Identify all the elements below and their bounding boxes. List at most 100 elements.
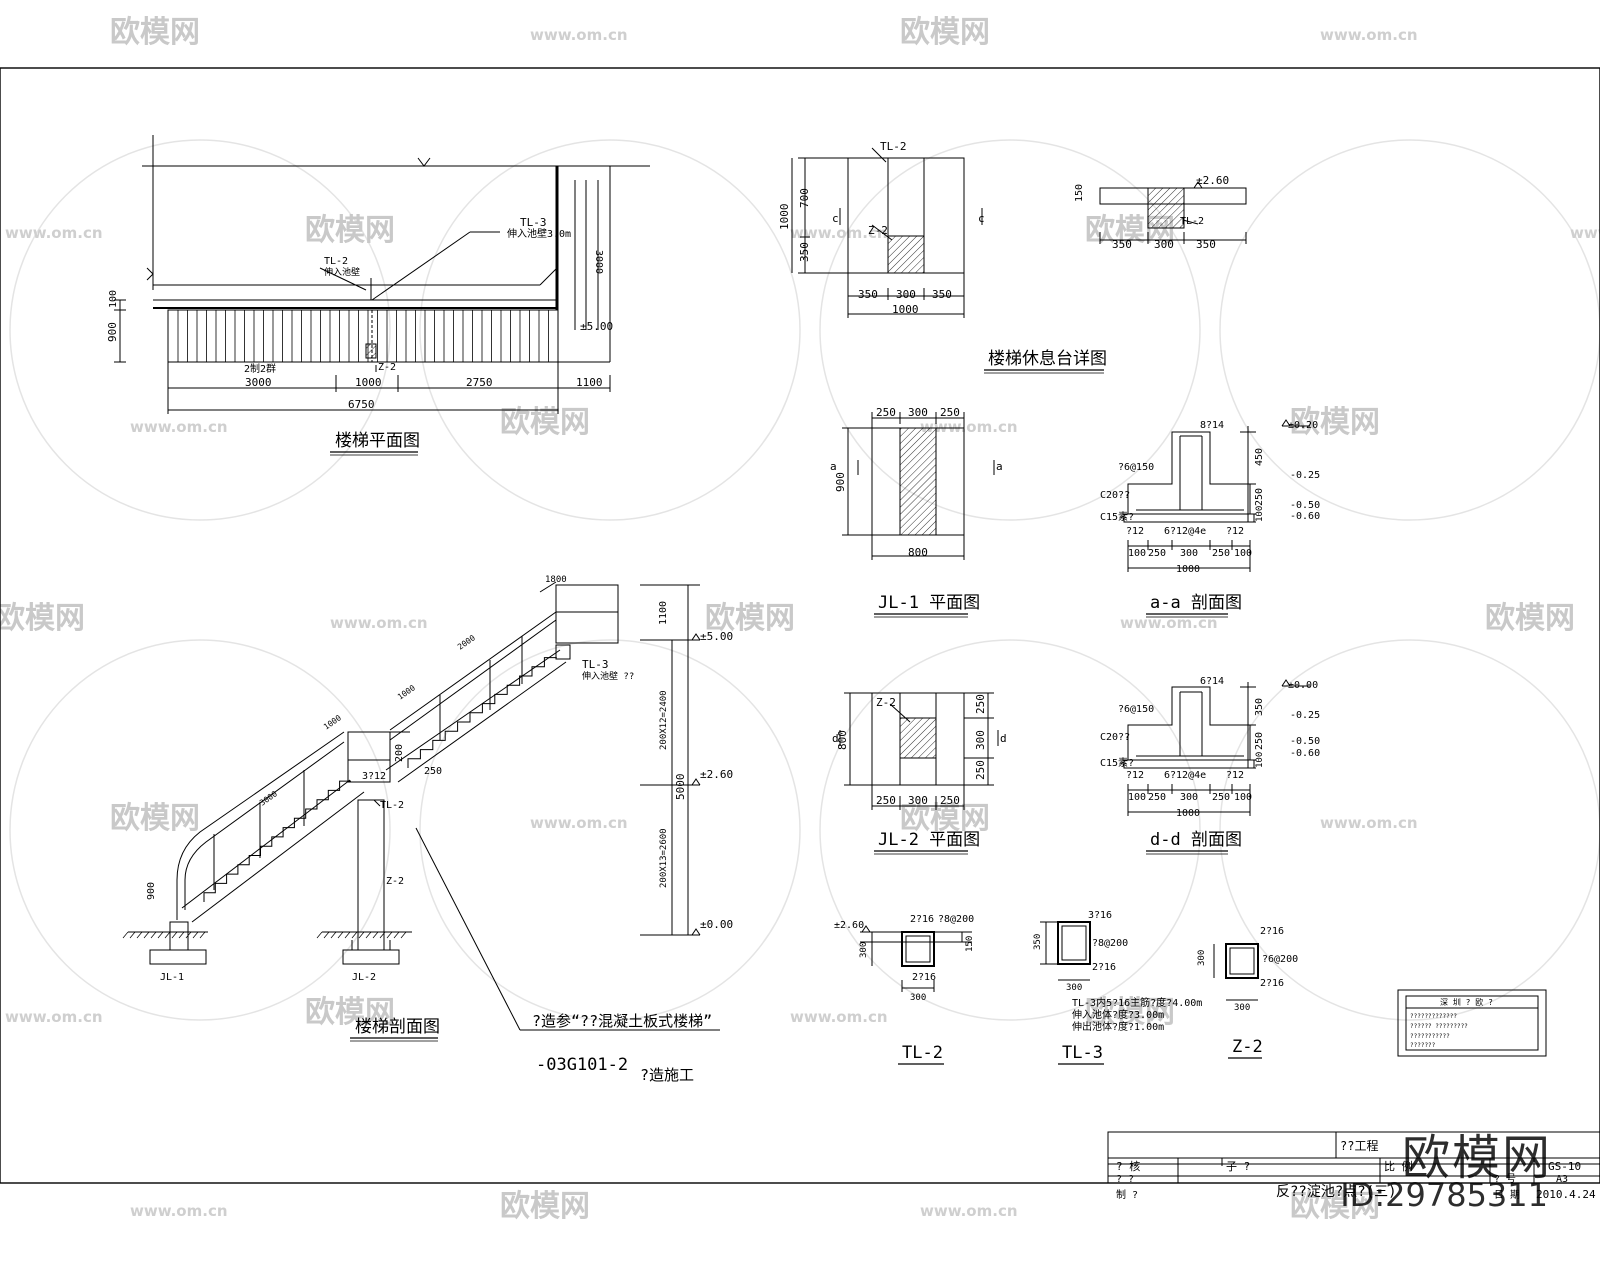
ground-hatch: [351, 931, 358, 939]
landing-sec-h: 150: [1074, 184, 1085, 202]
sec-elev-260: ±2.60: [700, 768, 733, 781]
watermark-brand: 欧模网: [305, 213, 395, 248]
sec-note-2: -03G101-2: [536, 1055, 628, 1075]
dd-concrete: C20??: [1100, 732, 1130, 743]
watermark-brand: 欧模网: [110, 801, 200, 836]
jl1-dim-250a: 250: [876, 406, 896, 419]
stamp-line-2: ?????? ?????????: [1410, 1023, 1468, 1030]
landing-bdim-300: 300: [896, 288, 916, 301]
tl2-stirrup: ?8@200: [938, 914, 974, 925]
sec-note-1: ?造参“??混凝土板式楼梯”: [532, 1012, 712, 1030]
landing-cut-right: c: [978, 212, 985, 225]
sec-tl2-label: TL-2: [380, 800, 404, 811]
ground-hatch: [365, 931, 372, 939]
watermark-brand: 欧模网: [500, 1189, 590, 1224]
tl2-bottom: 2?16: [912, 972, 936, 983]
aa-h-100: 100: [1255, 506, 1265, 522]
ground-hatch: [171, 931, 178, 939]
plan-tl3-note: 伸入池壁3.0m: [507, 227, 571, 240]
tl3-section: [1040, 921, 1091, 981]
tb-r3-c4: 日 期: [1494, 1189, 1520, 1201]
tl3-top: 3?16: [1088, 910, 1112, 921]
jl1-cut-left: a: [830, 460, 837, 473]
jl2-rdim-250a: 250: [974, 694, 987, 714]
sheet-border: [0, 67, 1600, 1184]
tb-r2-c1: ? ?: [1116, 1174, 1134, 1185]
watermark-url: www.om.cn: [790, 1008, 888, 1026]
watermark-url: www.om.cn: [920, 1202, 1018, 1220]
jl2-z2: Z-2: [876, 696, 896, 709]
aa-rebar-1: ?12: [1126, 526, 1144, 537]
jl2-bdim-250a: 250: [876, 794, 896, 807]
tb-drawing-name: 反??淀池?点?(三): [1276, 1184, 1397, 1200]
landing-sec-elev: ±2.60: [1196, 174, 1229, 187]
aa-elev-3: -0.50: [1290, 500, 1320, 511]
jl1-title: JL-1 平面图: [878, 593, 980, 613]
z2-h: 300: [1197, 950, 1207, 966]
dd-dim-300: 300: [1180, 792, 1198, 803]
aa-dim-250a: 250: [1148, 548, 1166, 559]
tl3-stirrup: ?8@200: [1092, 938, 1128, 949]
sec-elev-500: ±5.00: [700, 630, 733, 643]
aa-h-250: 250: [1254, 488, 1265, 506]
watermark-brand: 欧模网: [1485, 601, 1575, 636]
sec-step-h: 200: [394, 744, 405, 762]
dd-rebar-2: 6?12@4e: [1164, 770, 1206, 781]
ground-hatch: [150, 931, 157, 939]
aa-topbar: 8?14: [1200, 420, 1224, 431]
dd-dim-100a: 100: [1128, 792, 1146, 803]
stamp-line-3: ???????????: [1410, 1033, 1450, 1040]
jl2-rdim-300: 300: [974, 730, 987, 750]
tb-r3-c5: 2010.4.24: [1536, 1188, 1596, 1201]
sec-flight-2000: 2000: [456, 633, 477, 652]
jl2-cut-left: d: [832, 732, 839, 745]
jl2-dim-800: 800: [836, 730, 849, 750]
watermark-brand: 欧模网: [305, 995, 395, 1030]
watermark-brand: 欧模网: [1290, 1189, 1380, 1224]
watermark-brand: 欧模网: [900, 15, 990, 50]
watermark-brand: 欧模网: [0, 601, 85, 636]
ground-hatch: [393, 931, 400, 939]
tl3-note-3: 伸出池体?度?1.00m: [1072, 1020, 1164, 1033]
sec-z2-label: Z-2: [386, 876, 404, 887]
watermark-url: www.om.cn: [130, 418, 228, 436]
stair-steps: [407, 657, 557, 768]
ground-hatch: [129, 931, 136, 939]
sec-flight-1000b: 1000: [396, 683, 417, 702]
ground-hatch: [164, 931, 171, 939]
tl2-side: 150: [965, 936, 975, 952]
watermark-url: www.om.cn: [1320, 814, 1418, 832]
watermark-brand: 欧模网: [110, 15, 200, 50]
sec-vdim-2600: 200X13=2600: [659, 828, 669, 888]
sec-flight-1000: 1000: [322, 713, 343, 732]
landing-tl2: TL-2: [880, 140, 907, 153]
watermark-url: www.om.cn: [1570, 224, 1600, 242]
watermark-brand: 欧模网: [1085, 995, 1175, 1030]
tl2-section: [860, 925, 972, 992]
dd-dim-250b: 250: [1212, 792, 1230, 803]
title-block: [1107, 1131, 1600, 1184]
jl1-dim-900: 900: [834, 472, 847, 492]
aa-dim-250b: 250: [1212, 548, 1230, 559]
plan-dim-1100: 1100: [576, 376, 603, 389]
watermark-url: www.om.cn: [790, 224, 888, 242]
tl2-title: TL-2: [902, 1043, 943, 1063]
landing-title: 楼梯休息台详图: [988, 349, 1107, 369]
sec-jl1-label: JL-1: [160, 972, 184, 983]
plan-elev: ±5.00: [580, 320, 613, 333]
brand-logo-text: 欧模网: [1401, 1130, 1552, 1186]
ground-hatch: [386, 931, 393, 939]
landing-sdim-350a: 350: [1112, 238, 1132, 251]
landing-z2: Z-2: [868, 224, 888, 237]
sec-vdim-2400: 200X12=2400: [659, 690, 669, 750]
ground-hatch: [323, 931, 330, 939]
aa-h-450: 450: [1254, 448, 1265, 466]
aa-dim-100b: 100: [1234, 548, 1252, 559]
tl2-h: 300: [859, 942, 869, 958]
tb-r3-c1: 制 ?: [1116, 1188, 1138, 1201]
tb-r1-c1: ? 核: [1116, 1159, 1140, 1173]
landing-detail: [791, 147, 1247, 318]
z2-stirrup: ?6@200: [1262, 954, 1298, 965]
tl2-w: 300: [910, 993, 926, 1003]
ground-hatch: [344, 931, 351, 939]
